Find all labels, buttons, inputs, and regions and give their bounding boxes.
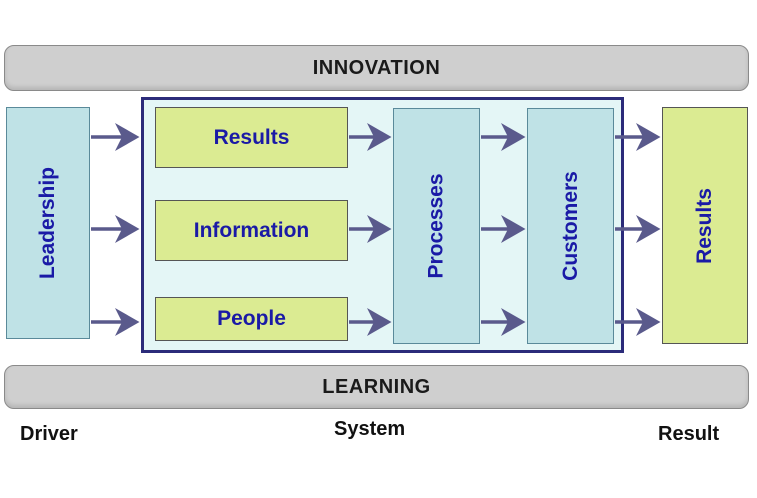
innovation-band: INNOVATION (4, 45, 749, 91)
input-label-results: Results (213, 125, 290, 149)
innovation-label: INNOVATION (312, 56, 441, 79)
processes-box: Processes (393, 108, 480, 344)
learning-band: LEARNING (4, 365, 749, 409)
customers-box: Customers (527, 108, 614, 344)
input-box-results: Results (155, 107, 348, 168)
footer-system-label: System (334, 418, 406, 440)
input-label-information: Information (193, 218, 310, 242)
input-label-people: People (217, 307, 286, 330)
input-box-information: Information (155, 200, 348, 261)
footer-driver-label: Driver (20, 423, 78, 445)
results-outcome-box: Results (662, 107, 748, 344)
learning-label: LEARNING (322, 375, 431, 398)
input-box-people: People (155, 297, 348, 341)
footer-result-label: Result (658, 423, 720, 445)
leadership-box: Leadership (6, 107, 90, 339)
